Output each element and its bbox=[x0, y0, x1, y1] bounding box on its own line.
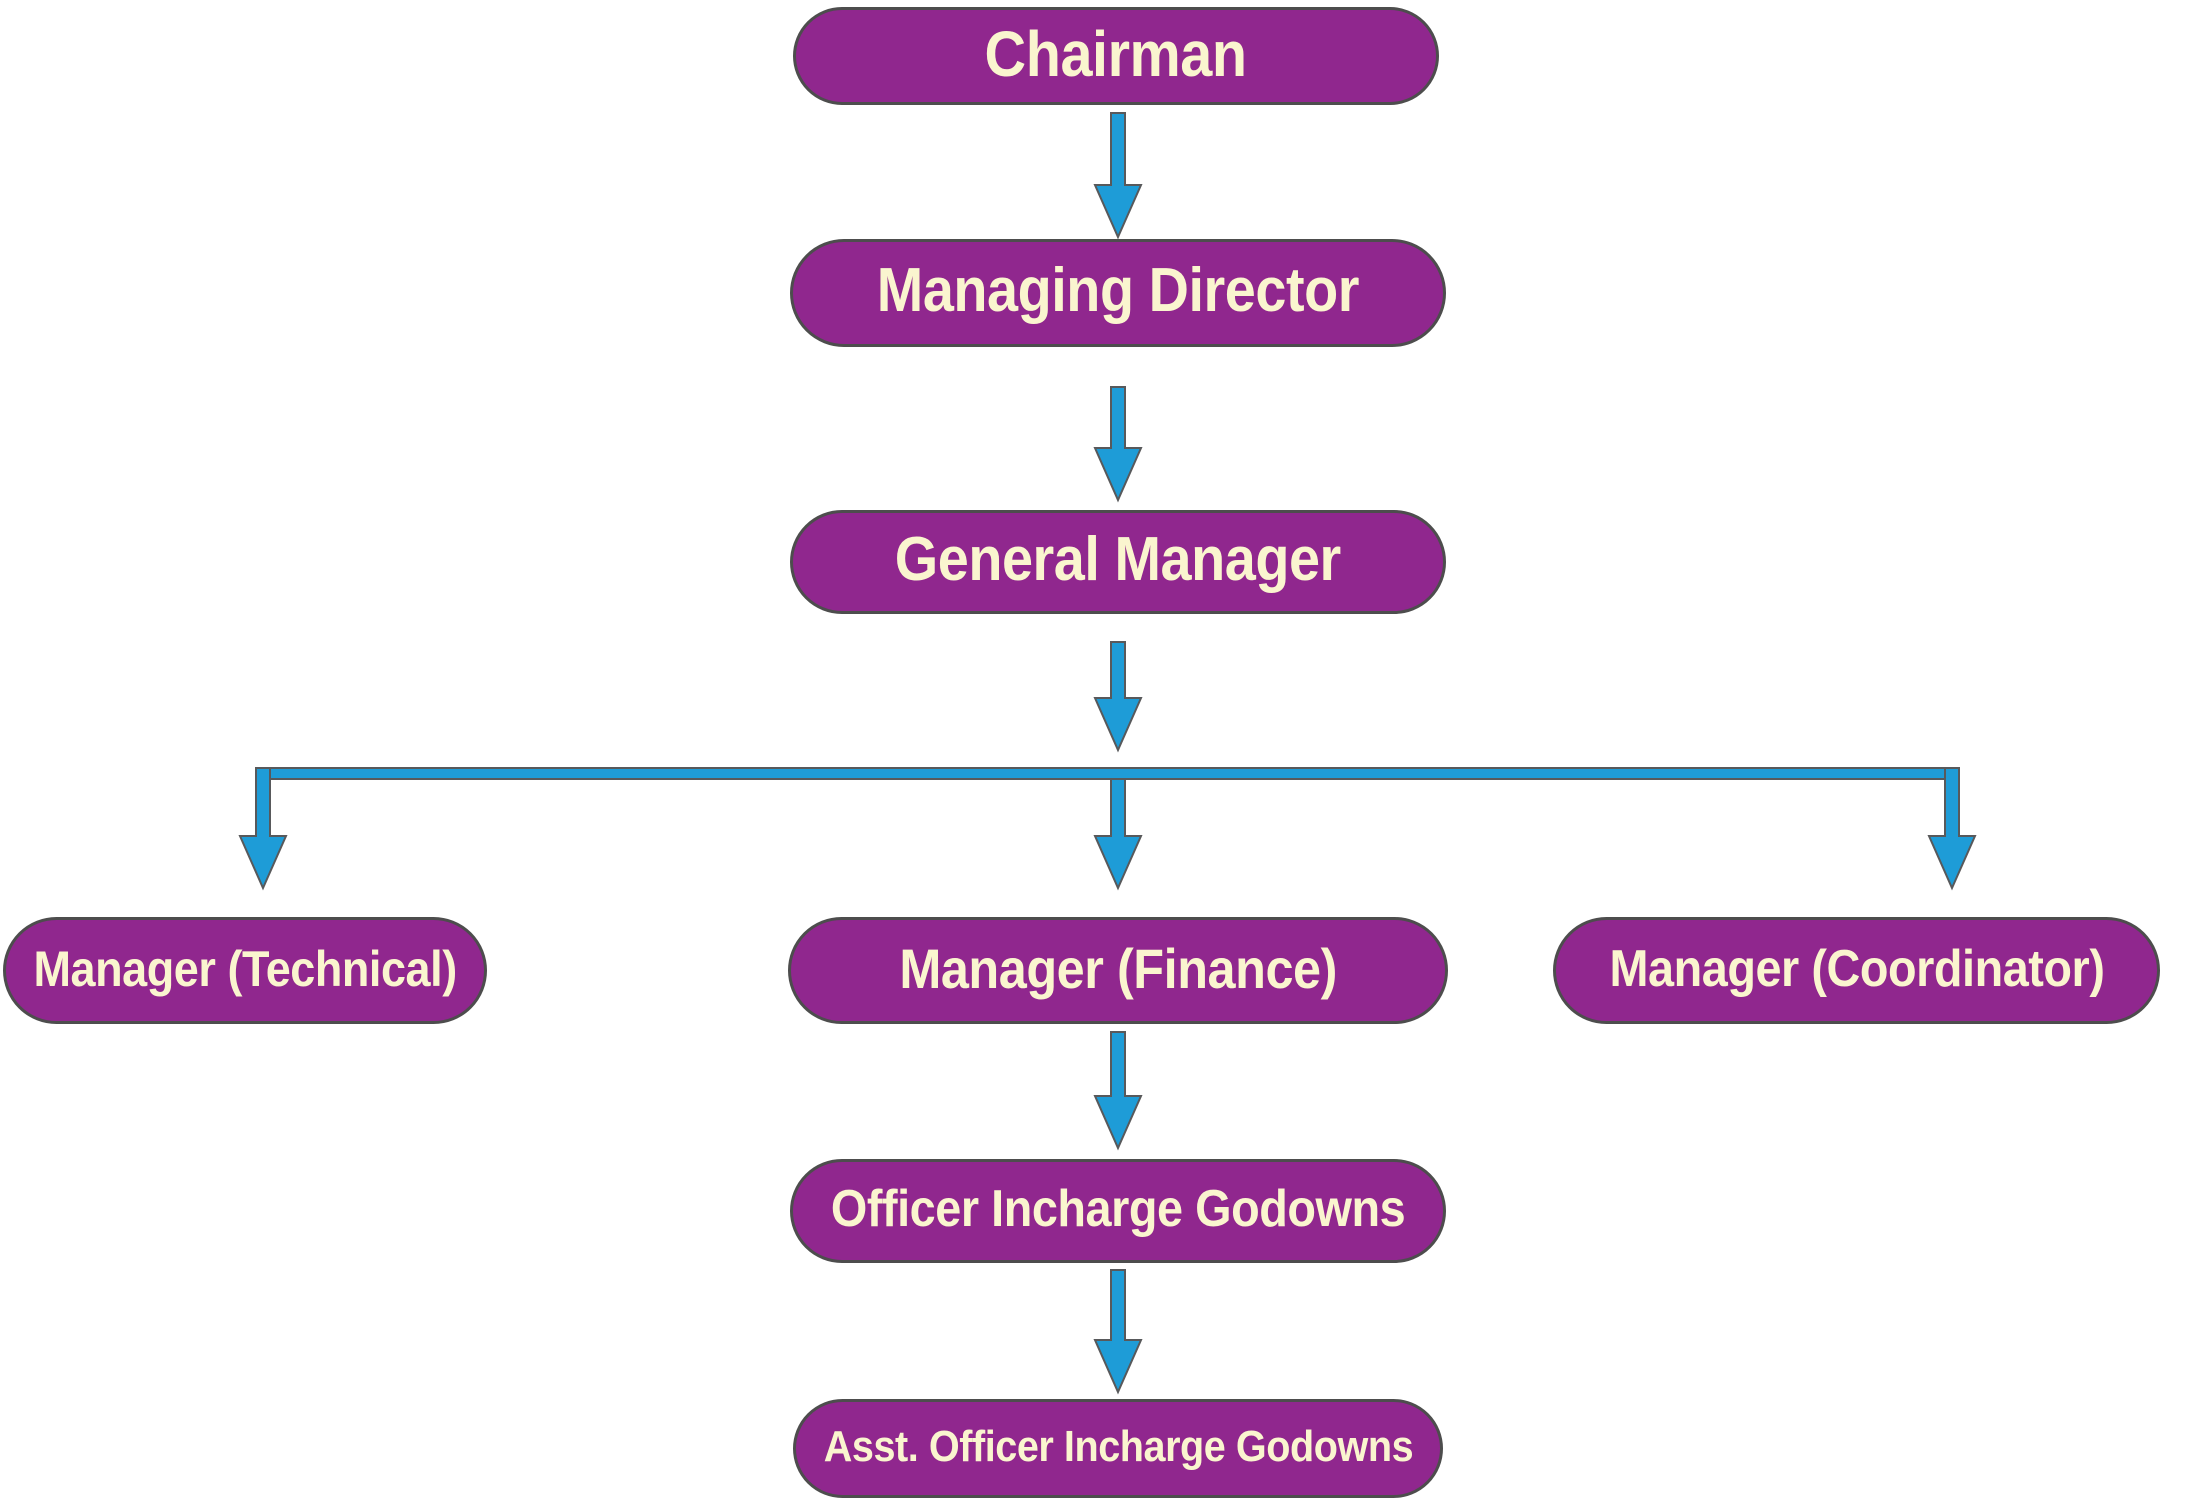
connector-general-manager-to-branch bbox=[1093, 641, 1143, 753]
node-officer-incharge-godowns-label: Officer Incharge Godowns bbox=[830, 1180, 1406, 1238]
connector-chairman-to-managing-director bbox=[1093, 112, 1143, 240]
node-chairman: Chairman bbox=[793, 7, 1439, 105]
node-asst-officer-incharge-godowns: Asst. Officer Incharge Godowns bbox=[793, 1399, 1443, 1498]
node-manager-technical-label: Manager (Technical) bbox=[33, 940, 457, 997]
node-officer-incharge-godowns: Officer Incharge Godowns bbox=[790, 1159, 1446, 1263]
node-general-manager: General Manager bbox=[790, 510, 1446, 614]
node-manager-finance-label: Manager (Finance) bbox=[899, 936, 1337, 1000]
node-asst-officer-incharge-godowns-label: Asst. Officer Incharge Godowns bbox=[823, 1421, 1413, 1471]
connector-branch-to-manager-technical bbox=[238, 767, 288, 891]
connector-officer-incharge-to-asst-officer bbox=[1093, 1269, 1143, 1395]
node-chairman-label: Chairman bbox=[984, 18, 1248, 90]
connector-branch-to-manager-finance bbox=[1093, 778, 1143, 891]
connector-manager-finance-to-officer-incharge bbox=[1093, 1031, 1143, 1151]
node-manager-coordinator: Manager (Coordinator) bbox=[1553, 917, 2160, 1024]
node-managing-director: Managing Director bbox=[790, 239, 1446, 347]
node-manager-finance: Manager (Finance) bbox=[788, 917, 1448, 1024]
node-general-manager-label: General Manager bbox=[894, 525, 1342, 594]
branch-line bbox=[255, 767, 1960, 780]
node-manager-technical: Manager (Technical) bbox=[3, 917, 487, 1024]
node-manager-coordinator-label: Manager (Coordinator) bbox=[1609, 939, 2104, 998]
connector-branch-to-manager-coordinator bbox=[1927, 767, 1977, 891]
node-managing-director-label: Managing Director bbox=[876, 256, 1360, 325]
connector-managing-director-to-general-manager bbox=[1093, 386, 1143, 503]
